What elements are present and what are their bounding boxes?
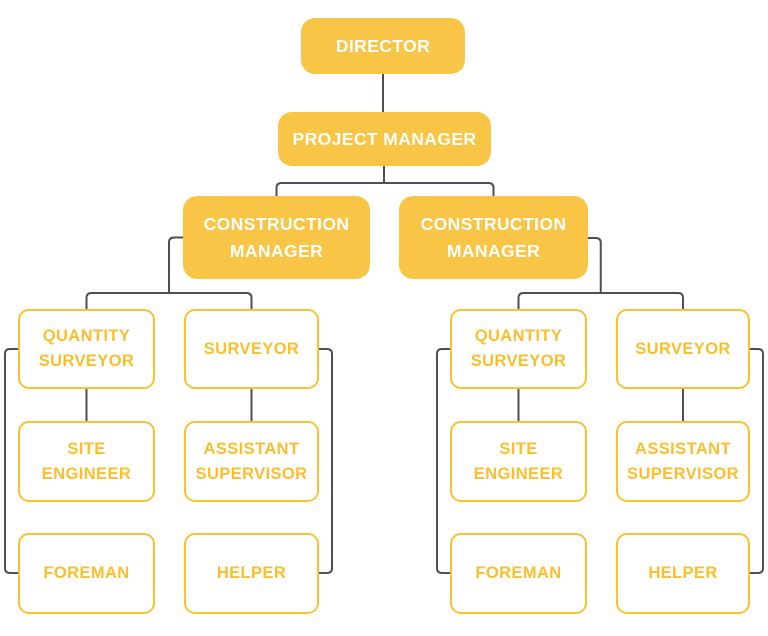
edge-bracket-foreman-left xyxy=(4,348,19,574)
node-site-engineer-left: SITE ENGINEER xyxy=(18,421,155,502)
edge-bracket-helper-left xyxy=(318,348,333,574)
node-foreman-left: FOREMAN xyxy=(18,533,155,614)
node-foreman-right: FOREMAN xyxy=(450,533,587,614)
node-helper-right: HELPER xyxy=(616,533,750,614)
node-surveyor-right: SURVEYOR xyxy=(616,309,750,389)
edge-project-manager-branch xyxy=(275,182,495,197)
node-construction-manager-left: CONSTRUCTION MANAGER xyxy=(183,196,370,279)
node-director: DIRECTOR xyxy=(301,18,465,74)
node-quantity-surveyor-left: QUANTITY SURVEYOR xyxy=(18,309,155,389)
edge-right-branch xyxy=(517,292,684,310)
node-assistant-supervisor-left: ASSISTANT SUPERVISOR xyxy=(184,421,319,502)
node-helper-left: HELPER xyxy=(184,533,319,614)
node-surveyor-left: SURVEYOR xyxy=(184,309,319,389)
edge-bracket-foreman-right xyxy=(436,348,451,574)
node-site-engineer-right: SITE ENGINEER xyxy=(450,421,587,502)
node-assistant-supervisor-right: ASSISTANT SUPERVISOR xyxy=(616,421,750,502)
edge-construction-manager-left-stub xyxy=(168,236,184,294)
edge-construction-manager-right-stub xyxy=(587,237,602,294)
node-project-manager: PROJECT MANAGER xyxy=(278,112,491,166)
edge-bracket-helper-right xyxy=(749,348,764,574)
edge-left-branch xyxy=(85,292,253,310)
node-construction-manager-right: CONSTRUCTION MANAGER xyxy=(399,196,588,279)
node-quantity-surveyor-right: QUANTITY SURVEYOR xyxy=(450,309,587,389)
